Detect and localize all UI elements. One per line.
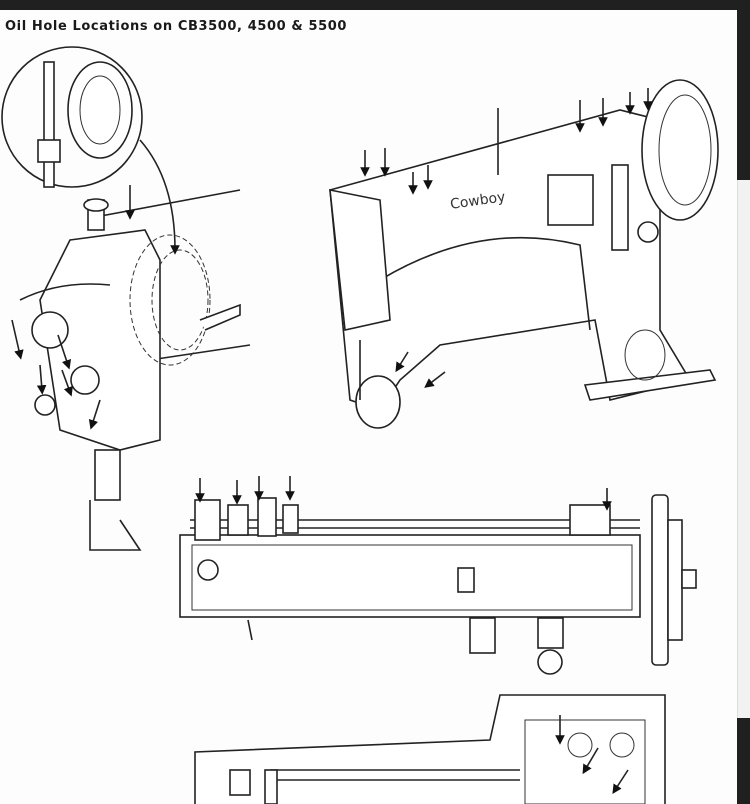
right-edge-panel — [737, 180, 750, 718]
window-top-bar — [0, 0, 750, 10]
page-title: Oil Hole Locations on CB3500, 4500 & 550… — [5, 19, 348, 34]
bed-underside-view — [194, 694, 666, 804]
sewing-machine-side-view — [329, 79, 719, 429]
right-edge-dark-bottom — [737, 718, 750, 804]
sewing-head-front-view — [11, 185, 251, 551]
arm-shaft-bottom-view — [179, 476, 697, 675]
detail-inset-hook — [1, 46, 180, 255]
right-edge-dark — [737, 0, 750, 180]
